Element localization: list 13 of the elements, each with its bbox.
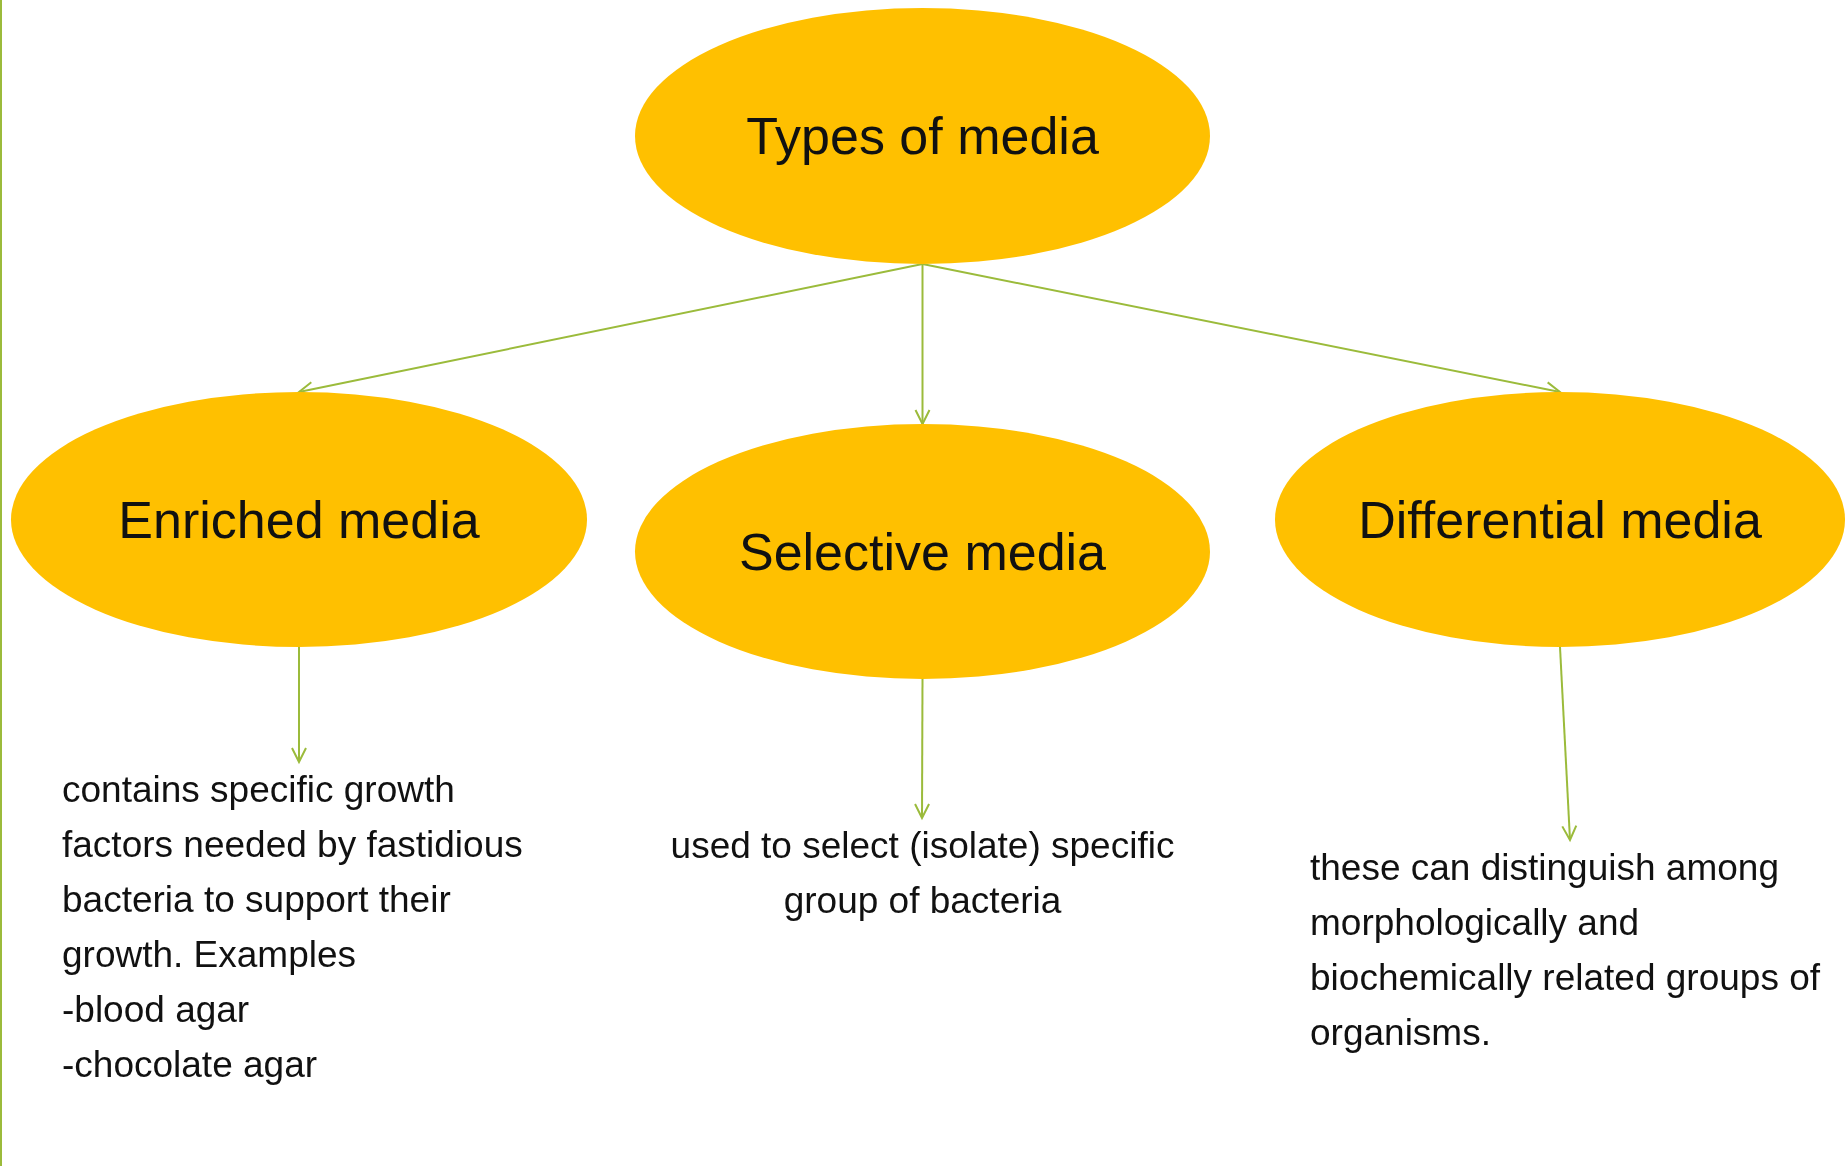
category-title: Enriched media xyxy=(118,489,480,550)
arrow xyxy=(1559,646,1578,841)
description-text: these can distinguish among morphologically and biochemically related groups of organisms. xyxy=(1310,846,1822,1055)
description-text: -chocolate agar xyxy=(62,1043,318,1087)
description-text: -blood agar xyxy=(62,988,250,1032)
description-text: contains specific growth factors needed by fastidious bacteria to support their growth. Examples xyxy=(62,768,524,977)
category-title: Selective media xyxy=(738,521,1107,582)
arrow xyxy=(291,646,307,763)
arrow xyxy=(914,263,931,425)
description-text: used to select (isolate) specific group of bacteria xyxy=(669,824,1176,923)
category-title: Types of media xyxy=(746,106,1099,166)
arrow xyxy=(914,678,931,819)
category-title: Differential media xyxy=(1358,489,1762,550)
